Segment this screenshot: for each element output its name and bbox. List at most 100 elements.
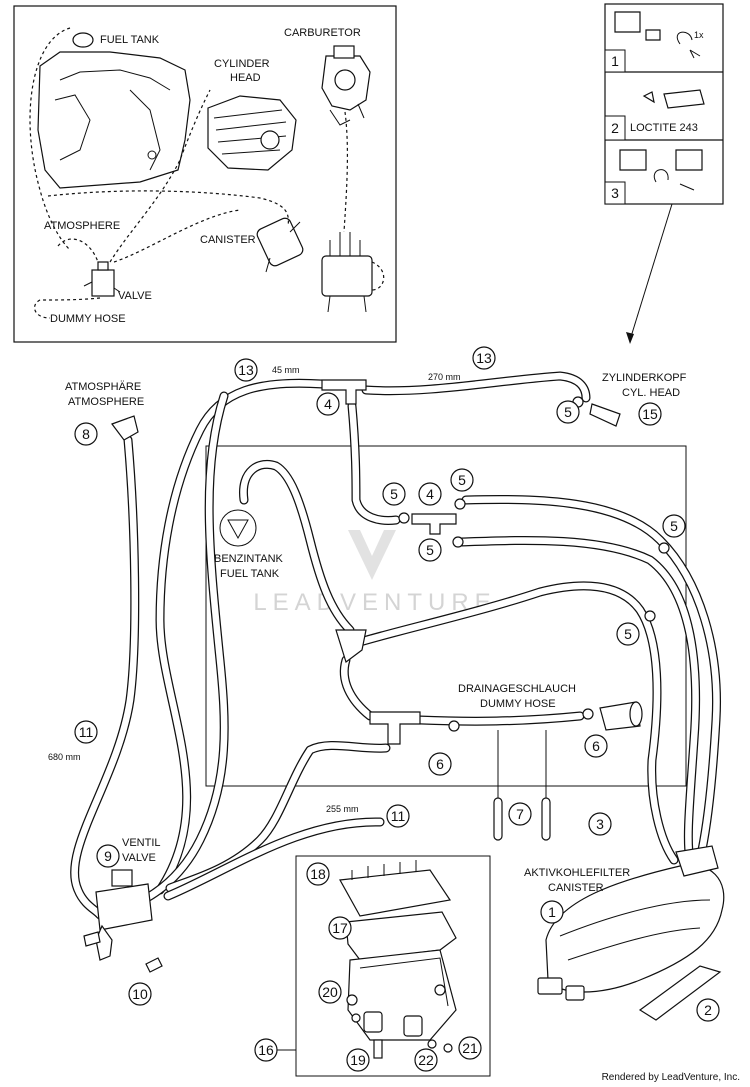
svg-text:9: 9 [104,848,112,864]
callout-10: 10 [128,982,152,1006]
strap-right [541,797,551,841]
footer-credit: Rendered by LeadVenture, Inc. [601,1072,740,1083]
label-drainageschlauch: DRAINAGESCHLAUCH [458,683,576,695]
svg-text:4: 4 [324,396,332,412]
step-1-illustration [614,11,701,59]
callout-5-right-upper: 5 [662,514,686,538]
overview-atmosphere-label: ATMOSPHERE [44,220,120,232]
length-270mm: 270 mm [428,372,461,382]
callout-17: 17 [328,916,352,940]
callout-4-middle: 4 [418,482,442,506]
svg-text:15: 15 [642,406,658,422]
svg-text:6: 6 [436,756,444,772]
callout-21: 21 [458,1036,482,1060]
callout-16: 16 [254,1038,278,1062]
callout-6-right: 6 [584,734,608,758]
callouts: 13 13 4 5 15 8 5 4 5 5 5 5 6 6 11 7 3 11… [74,346,720,1072]
overview-carburetor [321,45,371,126]
overview-canister-label: CANISTER [200,234,256,246]
step-3-illustration [619,149,703,191]
overview-carburetor-label: CARBURETOR [284,27,361,39]
step-2-note: LOCTITE 243 [630,122,698,134]
svg-text:5: 5 [624,626,632,642]
callout-5-top-middle: 5 [450,468,474,492]
length-255mm: 255 mm [326,804,359,814]
svg-text:22: 22 [418,1052,434,1068]
svg-text:16: 16 [258,1042,274,1058]
svg-text:11: 11 [391,808,406,824]
callout-7: 7 [508,802,532,826]
svg-text:19: 19 [350,1052,366,1068]
step-2-number: 2 [611,120,619,136]
svg-text:4: 4 [426,486,434,502]
callout-4-top: 4 [316,392,340,416]
tee-fitting-lower [369,711,421,745]
length-680mm: 680 mm [48,752,81,762]
callout-1: 1 [540,900,564,924]
label-valve: VALVE [122,852,156,864]
overview-carb-bowl [321,232,373,313]
hoses [70,371,721,920]
svg-text:21: 21 [462,1040,478,1056]
length-45mm: 45 mm [272,365,300,375]
callout-13-top-left: 13 [234,358,258,382]
hose-clamps [398,396,670,732]
callout-15: 15 [638,402,662,426]
label-atmosphere: ATMOSPHERE [68,396,144,408]
callout-3: 3 [588,812,612,836]
parts [83,379,725,1077]
callout-11-left: 11 [74,720,98,744]
canister-bracket [638,965,722,1021]
label-cyl-head: CYL. HEAD [622,387,680,399]
svg-text:8: 8 [82,426,90,442]
label-atmosphaere: ATMOSPHÄRE [65,381,141,393]
callout-8: 8 [74,422,98,446]
leader-lines [277,856,297,1051]
svg-text:5: 5 [564,404,572,420]
svg-text:18: 18 [310,866,326,882]
fuel-tank-cap-logo [219,509,257,547]
callout-2: 2 [696,998,720,1022]
tee-fitting-upper [335,629,367,663]
watermark-text: LEADVENTURE [253,589,496,616]
label-dummy-hose: DUMMY HOSE [480,698,556,710]
svg-text:2: 2 [704,1002,712,1018]
atmosphere-fitting [111,415,139,441]
ventil-valve [83,869,153,961]
activated-carbon-canister [537,845,725,1001]
label-ventil: VENTIL [122,837,161,849]
overview-fuel-tank [37,32,191,189]
filter-housing [339,860,457,1059]
watermark: LEADVENTURE [253,530,496,616]
svg-text:6: 6 [592,738,600,754]
svg-text:1: 1 [548,904,556,920]
cylinder-head-nipple [589,403,621,427]
svg-text:10: 10 [132,986,148,1002]
overview-cylinder-label: CYLINDER [214,58,270,70]
callout-5-lower-middle: 5 [418,538,442,562]
callout-19: 19 [346,1048,370,1072]
callout-22: 22 [414,1048,438,1072]
svg-text:20: 20 [322,984,338,1000]
overview-canister [256,217,304,273]
step-1-number: 1 [611,53,619,69]
step-3-number: 3 [611,185,619,201]
callout-11-right: 11 [386,804,410,828]
svg-text:5: 5 [458,472,466,488]
callout-18: 18 [306,862,330,886]
tee-fitting-middle [411,513,457,535]
strap-left [493,797,503,841]
step-panel: 1 2 3 1x LOCTITE 243 [604,3,724,344]
callout-5-right-lower: 5 [616,622,640,646]
svg-text:13: 13 [476,350,492,366]
svg-text:17: 17 [332,920,348,936]
overview-inset: FUEL TANK CARBURETOR CYLINDER HEAD ATMOS… [13,5,397,343]
step-1-note: 1x [694,30,704,40]
callout-5-left: 5 [382,482,406,506]
label-benzintank: BENZINTANK [214,553,284,565]
label-zylinderkopf: ZYLINDERKOPF [602,372,687,384]
callout-20: 20 [318,980,342,1004]
step-2-illustration [642,89,705,109]
svg-text:11: 11 [79,724,94,740]
